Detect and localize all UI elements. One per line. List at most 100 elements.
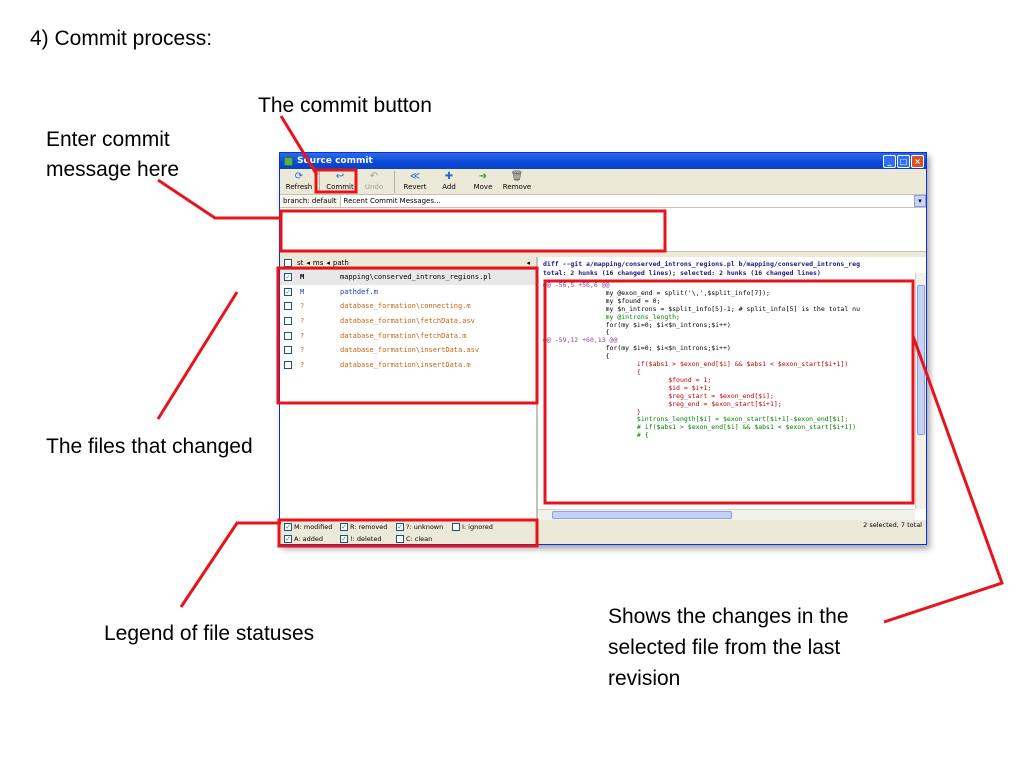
- diff-horizontal-scrollbar[interactable]: [538, 509, 915, 520]
- file-row[interactable]: ? database_formation\insertData.m: [280, 358, 536, 373]
- legend-checkbox[interactable]: ✓: [340, 534, 348, 543]
- file-status: ?: [300, 346, 305, 355]
- legend-label: M: modified: [294, 522, 333, 531]
- branch-label: branch: default: [280, 195, 341, 207]
- legend-label: ?: unknown: [406, 522, 444, 531]
- diff-header: diff --git a/mapping/conserved_introns_r…: [543, 260, 860, 268]
- commit-window: Source commit _ □ × ⟳Refresh ↩Commit ↶Un…: [279, 152, 927, 545]
- move-button[interactable]: ➜Move: [466, 171, 500, 191]
- legend-label: A: added: [294, 534, 323, 543]
- file-checkbox[interactable]: [284, 331, 292, 340]
- diff-line: # {: [543, 431, 649, 440]
- file-checkbox[interactable]: ✓: [284, 273, 292, 282]
- legend-item[interactable]: ✓!: deleted: [340, 534, 396, 543]
- file-checkbox[interactable]: ✓: [284, 287, 292, 296]
- file-path: database_formation\connecting.m: [340, 302, 471, 311]
- legend-label: R: removed: [350, 522, 388, 531]
- file-status: M: [300, 287, 305, 296]
- legend-pointer: [179, 521, 281, 608]
- legend-label: !: deleted: [350, 534, 382, 543]
- legend-checkbox[interactable]: ✓: [284, 534, 292, 543]
- refresh-button[interactable]: ⟳Refresh: [282, 171, 316, 191]
- maximize-button[interactable]: □: [897, 154, 910, 168]
- file-checkbox[interactable]: [284, 302, 292, 311]
- file-row[interactable]: ? database_formation\connecting.m: [280, 299, 536, 314]
- callout-legend: Legend of file statuses: [104, 622, 315, 645]
- commit-message-input[interactable]: [280, 208, 926, 252]
- callout-files-changed: The files that changed: [46, 435, 253, 458]
- legend-checkbox[interactable]: ✓: [284, 522, 292, 531]
- file-checkbox[interactable]: [284, 346, 292, 355]
- recent-messages-select[interactable]: Recent Commit Messages...: [343, 197, 441, 205]
- legend-checkbox[interactable]: ✓: [396, 522, 404, 531]
- legend-label: C: clean: [406, 534, 433, 543]
- file-status: ?: [300, 331, 305, 340]
- file-checkbox[interactable]: [284, 360, 292, 369]
- commit-icon: ↩: [335, 171, 345, 182]
- file-path: database_formation\insertData.m: [340, 360, 471, 369]
- file-row[interactable]: ? database_formation\fetchData.m: [280, 328, 536, 343]
- legend-item[interactable]: C: clean: [396, 534, 452, 543]
- undo-button[interactable]: ↶Undo: [357, 171, 391, 191]
- legend-item[interactable]: ✓M: modified: [284, 522, 340, 531]
- add-label: Add: [442, 183, 456, 191]
- file-status: ?: [300, 360, 305, 369]
- file-status: ?: [300, 302, 305, 311]
- add-icon: ✚: [444, 171, 454, 182]
- selection-status: 2 selected, 7 total: [863, 521, 922, 529]
- legend-checkbox[interactable]: ✓: [340, 522, 348, 531]
- move-label: Move: [473, 183, 493, 191]
- commit-button[interactable]: ↩Commit: [323, 171, 357, 191]
- legend-item[interactable]: I: ignored: [452, 522, 508, 531]
- file-status: ?: [300, 317, 305, 326]
- refresh-label: Refresh: [285, 183, 313, 191]
- select-all-checkbox[interactable]: [284, 259, 292, 267]
- remove-button[interactable]: 🗑Remove: [500, 171, 534, 191]
- commit-label: Commit: [326, 183, 354, 191]
- window-title: Source commit: [297, 156, 373, 166]
- file-path: database_formation\fetchData.m: [340, 331, 467, 340]
- file-list-header: st◂ ms◂ path ◂: [280, 257, 536, 270]
- slide-heading: 4) Commit process:: [30, 27, 213, 50]
- file-path: pathdef.m: [340, 287, 378, 296]
- legend-checkbox[interactable]: [396, 534, 404, 543]
- revert-button[interactable]: ≪Revert: [398, 171, 432, 191]
- col-ms[interactable]: ms: [312, 259, 324, 267]
- diff-vertical-scrollbar[interactable]: [915, 273, 926, 509]
- callout-commit-button: The commit button: [258, 94, 432, 117]
- move-icon: ➜: [478, 171, 488, 182]
- legend-item[interactable]: ✓A: added: [284, 534, 340, 543]
- legend-checkbox[interactable]: [452, 522, 460, 531]
- callout-changes-line3: revision: [608, 667, 681, 690]
- undo-label: Undo: [364, 183, 384, 191]
- remove-label: Remove: [502, 183, 532, 191]
- callout-changes-line2: selected file from the last: [608, 636, 841, 659]
- file-status: M: [300, 273, 305, 282]
- revert-label: Revert: [403, 183, 427, 191]
- close-button[interactable]: ×: [911, 154, 924, 168]
- add-button[interactable]: ✚Add: [432, 171, 466, 191]
- legend-item[interactable]: ✓?: unknown: [396, 522, 452, 531]
- refresh-icon: ⟳: [294, 171, 304, 182]
- callout-changes-line1: Shows the changes in the: [608, 605, 849, 628]
- file-checkbox[interactable]: [284, 317, 292, 326]
- col-st[interactable]: st: [297, 259, 304, 267]
- remove-icon: 🗑: [510, 171, 524, 182]
- col-path[interactable]: path: [332, 259, 349, 267]
- chevron-down-icon[interactable]: ▾: [914, 195, 926, 207]
- file-row[interactable]: ? database_formation\insertData.asv: [280, 343, 536, 358]
- message-pointer: [157, 178, 281, 220]
- file-path: database_formation\insertData.asv: [340, 346, 480, 355]
- file-row[interactable]: ?database_formation\fetchData.asv: [280, 314, 536, 329]
- minimize-button[interactable]: _: [883, 154, 896, 168]
- diff-summary: total: 2 hunks (16 changed lines); selec…: [543, 269, 821, 277]
- diff-view: diff --git a/mapping/conserved_introns_r…: [538, 257, 926, 520]
- window-titlebar[interactable]: Source commit _ □ ×: [280, 153, 926, 169]
- legend-item[interactable]: ✓R: removed: [340, 522, 396, 531]
- undo-icon: ↶: [369, 171, 379, 182]
- revert-icon: ≪: [409, 171, 421, 182]
